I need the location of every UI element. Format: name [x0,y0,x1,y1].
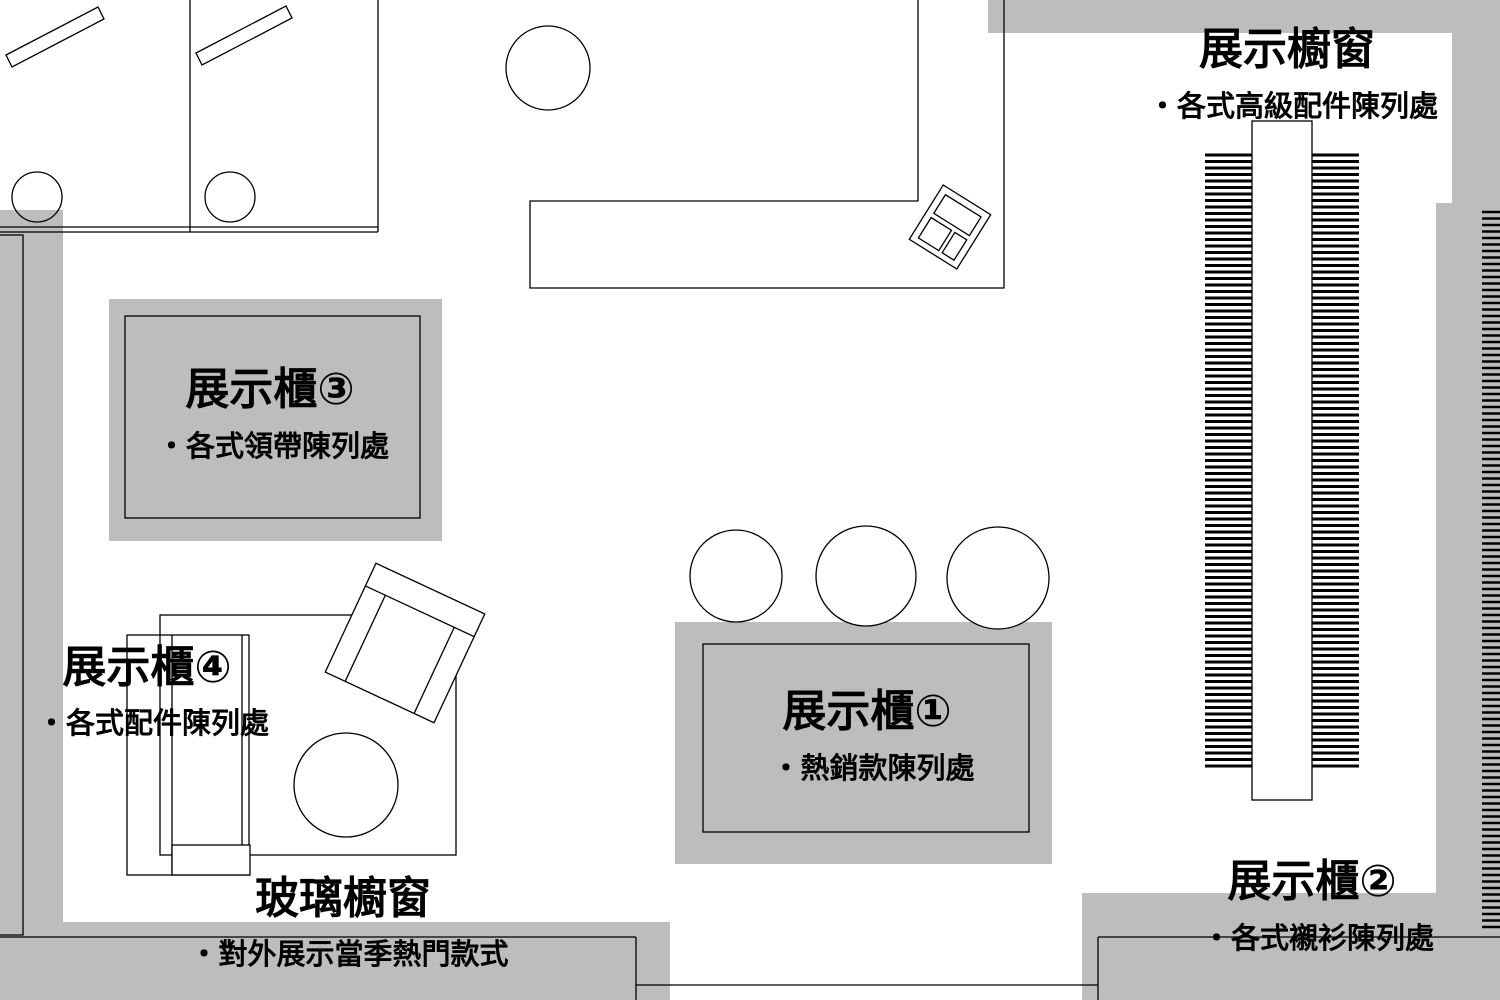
round-table [293,732,399,838]
mirror-1 [5,6,105,68]
stool-2 [204,171,256,223]
stool-b [815,525,917,627]
showcase-3-title: 展示櫃③ [185,364,354,415]
wall-left [0,210,63,925]
right-wall-hatch [1482,210,1500,929]
glass-window-title: 玻璃櫥窗 [255,873,431,924]
lounge-area [126,562,486,876]
wall-bottom-left [0,922,670,1000]
showcase-1-stools [689,525,1050,630]
labels: 展示櫥窗 ・各式高級配件陳列處 展示櫃③ ・各式領帶陳列處 展示櫃④ ・各式配件… [37,24,1438,971]
wall-right-upper [1452,0,1500,210]
wall-outlines [0,234,1500,1000]
showcase-4-title: 展示櫃④ [62,642,231,693]
showcase-2-title: 展示櫃② [1227,856,1396,907]
hanger-rail-right [1312,153,1359,768]
showcase-2-desc: ・各式襯衫陳列處 [1202,921,1434,955]
armchair-icon [324,562,486,724]
counter-outline [529,0,1005,289]
fitting-rooms [0,0,379,233]
showcase-4-desc: ・各式配件陳列處 [37,706,269,740]
left-wall-inner-line [0,234,24,936]
display-window-desc: ・各式高級配件陳列處 [1148,89,1438,123]
showcase-1-title: 展示櫃① [782,686,951,737]
wall-top-right [988,0,1500,33]
glass-window-desc: ・對外展示當季熱門款式 [189,937,508,971]
display-window-title: 展示櫥窗 [1199,24,1375,75]
central-display-table [1251,120,1313,801]
display-window-rack [1205,120,1359,801]
sofa-armrest [171,844,251,876]
showcase-3-outer [109,299,442,541]
showcase-3-desc: ・各式領帶陳列處 [157,429,389,463]
showcase-1-outer [675,622,1052,864]
hanger-rail-left [1205,153,1252,768]
wall-bottom-right [1082,893,1500,1000]
showcase-1-desc: ・熱銷款陳列處 [771,751,974,785]
showcase-1-inner [702,643,1030,833]
stool-c [946,526,1050,630]
wall-right [1436,203,1500,903]
round-stool-top [505,25,591,111]
rug [159,614,457,856]
stool-1 [11,171,63,223]
cash-register-icon [908,184,992,270]
showcase-3-inner [124,315,421,519]
showcase-1 [675,622,1052,864]
mirror-2 [195,5,293,66]
stool-a [689,529,783,623]
showcase-3 [109,299,442,541]
checkout-counter [505,0,1005,289]
